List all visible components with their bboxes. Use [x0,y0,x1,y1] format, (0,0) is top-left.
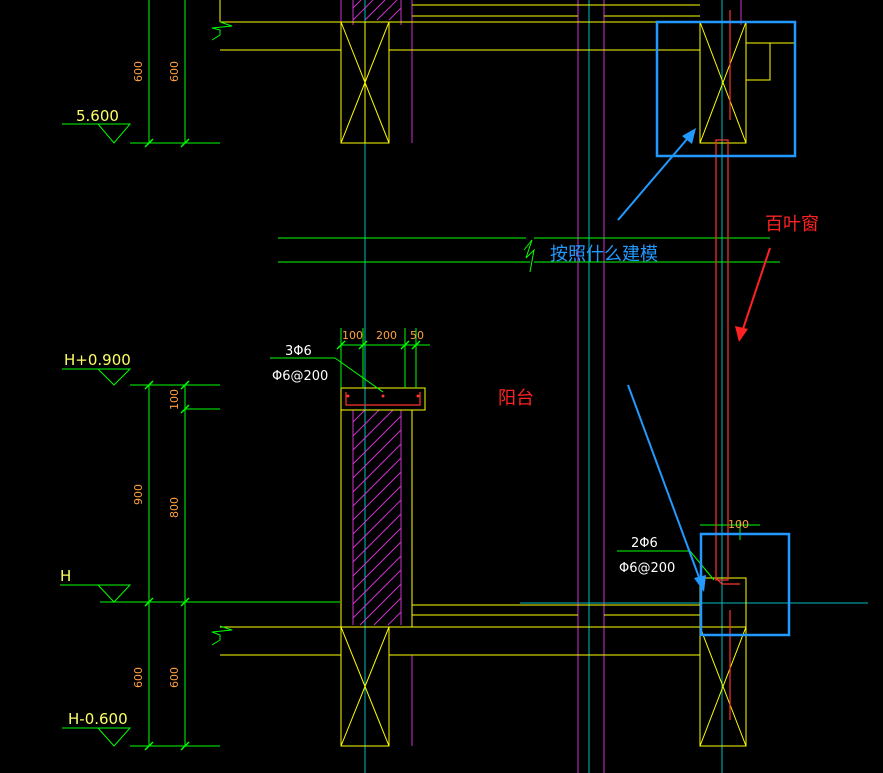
annotation-labels: 按照什么建模 百叶窗 阳台 [498,214,819,409]
rebar-ledge-main: 2Φ6 [631,536,658,551]
hatch-line [352,485,402,535]
rebar-dots [346,394,420,398]
dimension-ticks [144,138,421,751]
hatch-line [359,583,402,626]
hatch-line [352,569,402,619]
dimension-lines [60,0,760,747]
upper-slab [219,0,795,144]
level-h: H [60,567,71,585]
dim-cap-50: 50 [410,329,424,342]
level-h-minus-0600: H-0.600 [68,710,128,728]
dim-wall-800: 800 [168,497,181,518]
hatch-line [352,541,402,591]
rebar-cap-main: 3Φ6 [285,344,312,359]
magenta-lines [340,0,742,773]
highlight-boxes [655,20,797,637]
hatch-line [352,409,380,437]
dim-top-600-a: 600 [132,61,145,82]
hatch-line [352,409,394,451]
wall-hatch-upper [352,0,402,21]
rebar-lines [345,10,740,720]
dim-wall-900: 900 [132,484,145,505]
dim-cap-200: 200 [376,329,397,342]
dim-parapet-100: 100 [168,389,181,410]
wall-hatch-lower [352,409,402,626]
balcony-label: 阳台 [498,388,534,409]
hatch-line [352,555,402,605]
hatch-line [352,471,402,521]
level-markers [96,123,132,747]
hatch-line [352,443,402,493]
rebar-cap-stirrup: Φ6@200 [272,369,328,384]
axis-lines [364,0,868,773]
level-h-plus-0900: H+0.900 [64,351,131,369]
dimension-labels: 600 600 100 900 800 600 600 100 200 50 1… [132,61,749,688]
hatch-line [352,415,402,465]
dim-right-100: 100 [728,518,749,531]
lower-slab [220,387,747,747]
break-symbols [211,21,780,646]
hatch-line [352,457,402,507]
louver-window-label: 百叶窗 [765,214,819,235]
hatch-line [373,597,402,626]
hatch-line [352,499,402,549]
rebar-ledge-stirrup: Φ6@200 [619,561,675,576]
level-labels: 5.600 H+0.900 H H-0.600 [60,107,131,728]
dim-cap-100: 100 [342,329,363,342]
hatch-line [352,409,366,423]
level-5600: 5.600 [76,107,119,125]
dim-bot-600-b: 600 [168,667,181,688]
modeling-question-label: 按照什么建模 [550,244,658,265]
rebar-labels: 3Φ6 Φ6@200 2Φ6 Φ6@200 [272,344,675,576]
dim-top-600-b: 600 [168,61,181,82]
hatch-line [352,527,402,577]
annotation-arrows [617,128,771,592]
hatch-line [387,611,402,626]
dim-bot-600-a: 600 [132,667,145,688]
hatch-line [352,513,402,563]
hatch-line [352,429,402,479]
